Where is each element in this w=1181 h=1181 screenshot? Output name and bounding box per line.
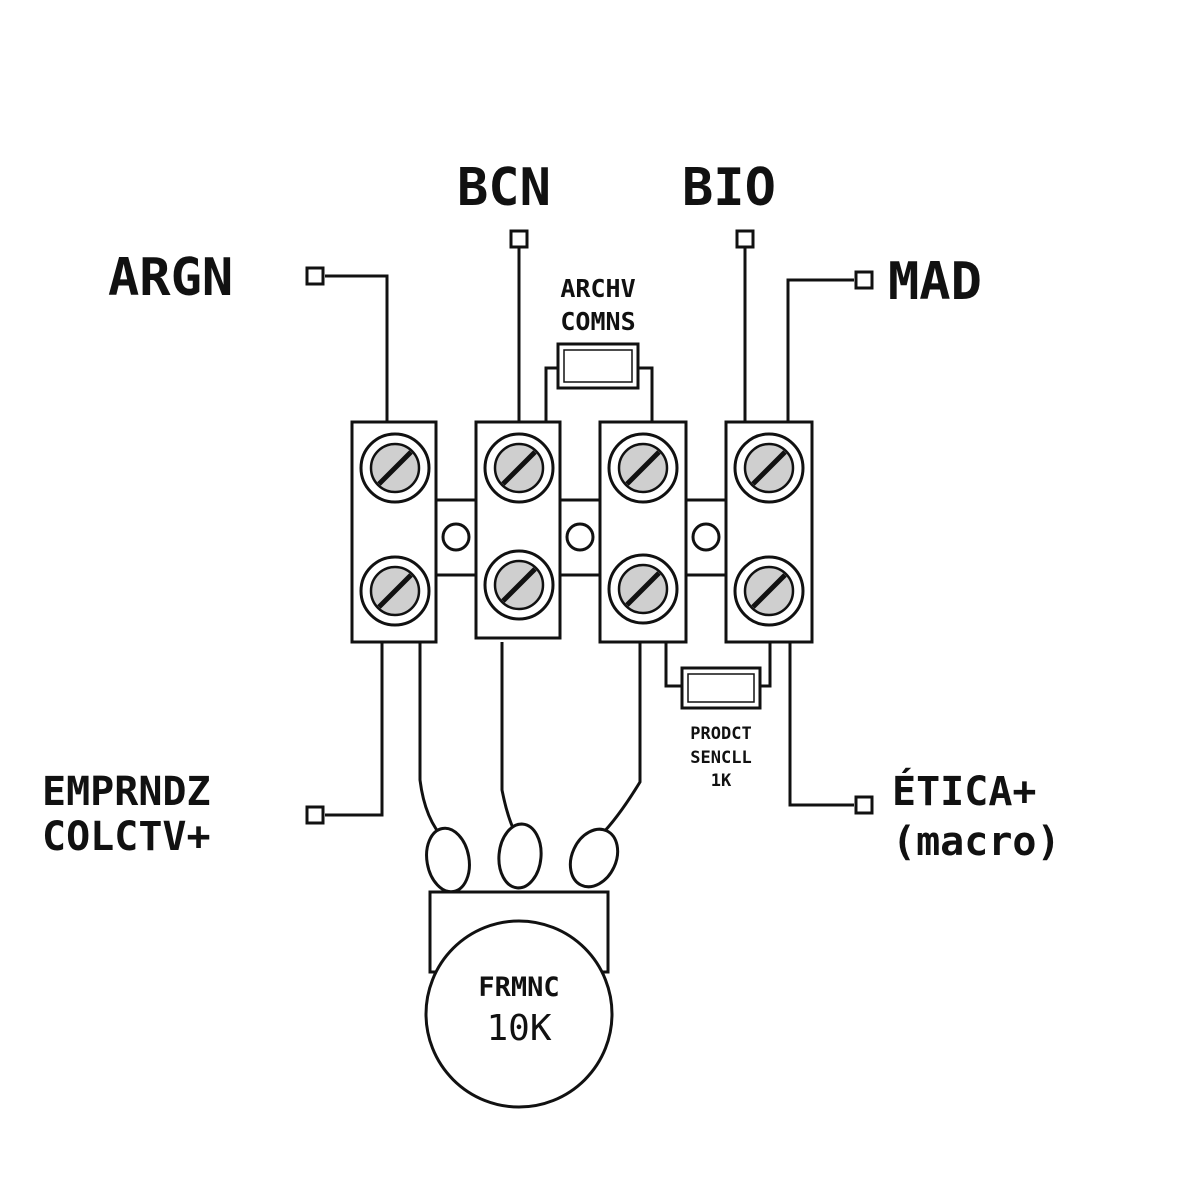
label-pot-name: FRMNC	[478, 972, 559, 1003]
bridge-rivet-3	[691, 522, 721, 552]
screw-1-bottom	[359, 555, 431, 627]
screw-3-bottom	[607, 553, 679, 625]
label-argn: ARGN	[108, 248, 233, 308]
screw-2-top	[483, 432, 555, 504]
resistor-top-lead-right	[634, 366, 654, 422]
pot-lug-3	[568, 827, 620, 889]
resistor-bottom-lead-left	[664, 642, 686, 688]
resistor-prodct-sencll	[664, 642, 772, 710]
terminal-bio-square	[735, 229, 755, 249]
screw-1-top	[359, 432, 431, 504]
label-bcn: BCN	[457, 158, 551, 218]
screw-4-top	[733, 432, 805, 504]
terminal-etica-square	[854, 795, 874, 815]
label-resistor-bottom-line3: 1K	[711, 771, 732, 791]
label-mad: MAD	[888, 252, 982, 312]
bridge-rivet-2	[565, 522, 595, 552]
label-resistor-bottom-line2: SENCLL	[690, 748, 751, 768]
terminal-bcn-square	[509, 229, 529, 249]
label-emprndz-line2: COLCTV+	[42, 814, 211, 860]
label-resistor-top-line1: ARCHV	[560, 274, 635, 303]
label-resistor-top-line2: COMNS	[560, 307, 635, 336]
resistor-top-body	[556, 342, 640, 390]
screw-3-top	[607, 432, 679, 504]
strip-bridges	[434, 498, 728, 577]
bottom-wires	[305, 642, 874, 842]
wire-mad	[786, 278, 854, 422]
pot-body	[424, 919, 614, 1109]
wire-pot-lug-3	[598, 642, 642, 838]
top-wires	[305, 229, 874, 422]
label-etica-line2: (macro)	[892, 819, 1061, 865]
pot-lug-2	[497, 822, 543, 890]
bridge-rivet-1	[441, 522, 471, 552]
label-etica-line1: ÉTICA+	[892, 767, 1037, 815]
terminal-argn-square	[305, 266, 325, 286]
label-bio: BIO	[682, 158, 776, 218]
resistor-archv-comns	[544, 342, 654, 422]
terminal-strip	[350, 420, 814, 644]
screw-4-bottom	[733, 555, 805, 627]
terminal-emprndz-square	[305, 805, 325, 825]
wire-argn	[325, 274, 389, 422]
wire-emprndz	[325, 642, 384, 817]
wire-pot-lug-2	[500, 642, 518, 835]
label-pot-value: 10K	[486, 1008, 551, 1049]
label-resistor-bottom-line1: PRODCT	[690, 724, 751, 744]
screw-2-bottom	[483, 549, 555, 621]
terminal-mad-square	[854, 270, 874, 290]
wire-etica	[788, 642, 854, 807]
wire-pot-lug-1	[418, 642, 447, 842]
potentiometer-frmnc	[424, 822, 620, 1109]
pot-lug-1	[425, 826, 471, 894]
label-emprndz-line1: EMPRNDZ	[42, 769, 211, 815]
